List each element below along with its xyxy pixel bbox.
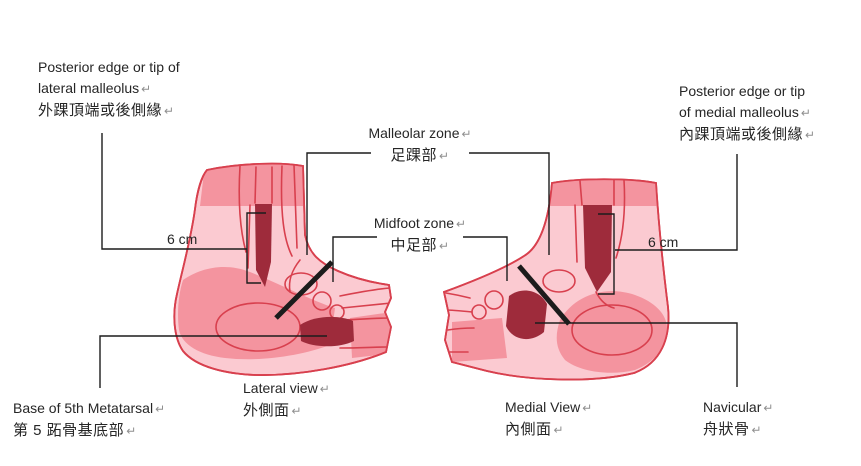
malleolar-zone-label-zh: 足踝部↵ — [390, 147, 450, 164]
return-mark-icon: ↵ — [155, 402, 166, 416]
malleolar-zone-label: Malleolar zone↵ 足踝部↵ — [345, 123, 495, 167]
medial-malleolus-label-zh: 內踝頂端或後側緣↵ — [679, 126, 816, 143]
navicular-highlight — [506, 290, 547, 340]
medial-malleolus-leader — [615, 154, 738, 251]
return-mark-icon: ↵ — [141, 82, 152, 96]
malleolar-zone-label-en: Malleolar zone↵ — [368, 125, 472, 141]
medial-view-label-en: Medial View↵ — [505, 399, 593, 415]
base-fifth-metatarsal-label: Base of 5th Metatarsal↵ 第 5 跖骨基底部↵ — [13, 397, 165, 442]
navicular-label-zh: 舟狀骨↵ — [703, 421, 763, 438]
return-mark-icon: ↵ — [438, 239, 450, 253]
return-mark-icon: ↵ — [461, 127, 472, 141]
lateral-malleolus-label-en1: Posterior edge or tip of — [38, 59, 180, 75]
medial-malleolus-label-en1: Posterior edge or tip — [679, 83, 806, 99]
return-mark-icon: ↵ — [763, 401, 774, 415]
distance-label-right: 6 cm — [648, 234, 679, 250]
midfoot-zone-label-zh: 中足部↵ — [390, 237, 450, 254]
medial-ankle-illustration — [442, 178, 670, 381]
return-mark-icon: ↵ — [164, 104, 175, 118]
return-mark-icon: ↵ — [805, 128, 816, 142]
lateral-malleolus-label: Posterior edge or tip of lateral malleol… — [38, 57, 180, 122]
return-mark-icon: ↵ — [291, 404, 303, 418]
midfoot-zone-left-leader — [332, 236, 377, 282]
base-fifth-metatarsal-leader — [99, 335, 327, 388]
lateral-view-label-en: Lateral view↵ — [243, 380, 330, 396]
lateral-malleolus-label-zh: 外踝頂端或後側緣↵ — [38, 102, 175, 119]
lateral-bone-outlines — [215, 164, 391, 352]
medial-malleolus-label-en2: of medial malleolus↵ — [679, 104, 811, 120]
right-6cm-bracket — [598, 213, 615, 295]
distance-label-left: 6 cm — [167, 231, 198, 247]
return-mark-icon: ↵ — [456, 217, 467, 231]
fifth-metatarsal-base-highlight — [300, 316, 354, 347]
lateral-ankle-illustration — [173, 162, 392, 376]
return-mark-icon: ↵ — [553, 423, 565, 437]
midfoot-zone-label: Midfoot zone↵ 中足部↵ — [345, 213, 495, 257]
left-6cm-bracket — [246, 212, 266, 284]
medial-malleolus-label: Posterior edge or tip of medial malleolu… — [679, 81, 816, 146]
midfoot-zone-label-en: Midfoot zone↵ — [373, 215, 467, 231]
medial-bone-outlines — [444, 179, 653, 356]
lateral-zone-divider-line — [274, 260, 334, 320]
medial-zone-divider-line — [517, 264, 571, 326]
return-mark-icon: ↵ — [438, 149, 450, 163]
medial-view-label: Medial View↵ 內側面↵ — [505, 396, 592, 441]
navicular-leader — [535, 322, 738, 387]
midfoot-zone-right-leader — [463, 236, 508, 281]
return-mark-icon: ↵ — [126, 424, 137, 438]
navicular-label: Navicular↵ 舟狀骨↵ — [703, 396, 773, 441]
return-mark-icon: ↵ — [582, 401, 593, 415]
return-mark-icon: ↵ — [800, 106, 811, 120]
malleolar-zone-left-leader — [306, 152, 371, 255]
navicular-label-en: Navicular↵ — [703, 399, 774, 415]
leader-lines — [99, 133, 738, 388]
lateral-malleolus-label-en2: lateral malleolus↵ — [38, 80, 152, 96]
medial-malleolus-highlight — [583, 205, 612, 292]
malleolar-zone-right-leader — [469, 152, 550, 255]
medial-view-label-zh: 內側面↵ — [505, 421, 565, 438]
return-mark-icon: ↵ — [751, 423, 763, 437]
lateral-malleolus-leader — [101, 133, 247, 250]
lateral-view-label: Lateral view↵ 外側面↵ — [243, 377, 330, 422]
lateral-malleolus-highlight — [255, 204, 272, 287]
medial-foot-shading — [444, 179, 668, 373]
base-fifth-metatarsal-label-en: Base of 5th Metatarsal↵ — [13, 400, 166, 416]
lateral-view-label-zh: 外側面↵ — [243, 402, 303, 419]
return-mark-icon: ↵ — [319, 382, 330, 396]
base-fifth-metatarsal-label-zh: 第 5 跖骨基底部↵ — [13, 422, 137, 439]
